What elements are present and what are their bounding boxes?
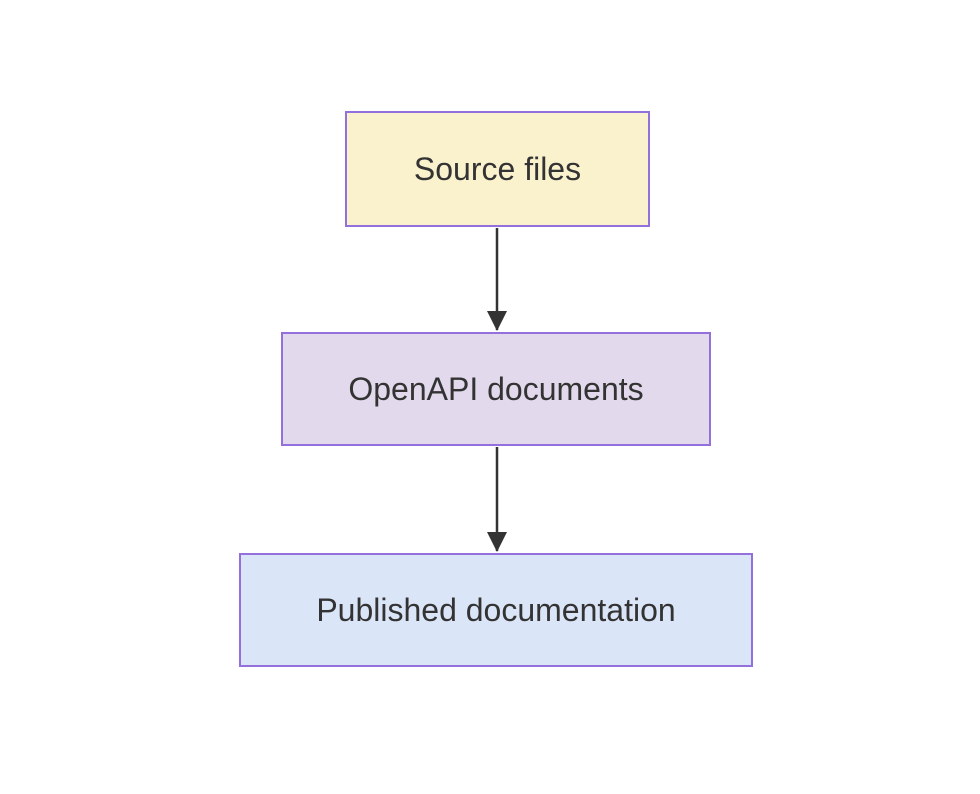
node-published-documentation-label: Published documentation (316, 591, 676, 628)
node-source-files: Source files (345, 111, 650, 227)
node-source-files-label: Source files (413, 150, 582, 187)
node-openapi-documents: OpenAPI documents (281, 332, 711, 446)
node-published-documentation: Published documentation (239, 553, 753, 667)
node-openapi-documents-label: OpenAPI documents (348, 370, 644, 407)
